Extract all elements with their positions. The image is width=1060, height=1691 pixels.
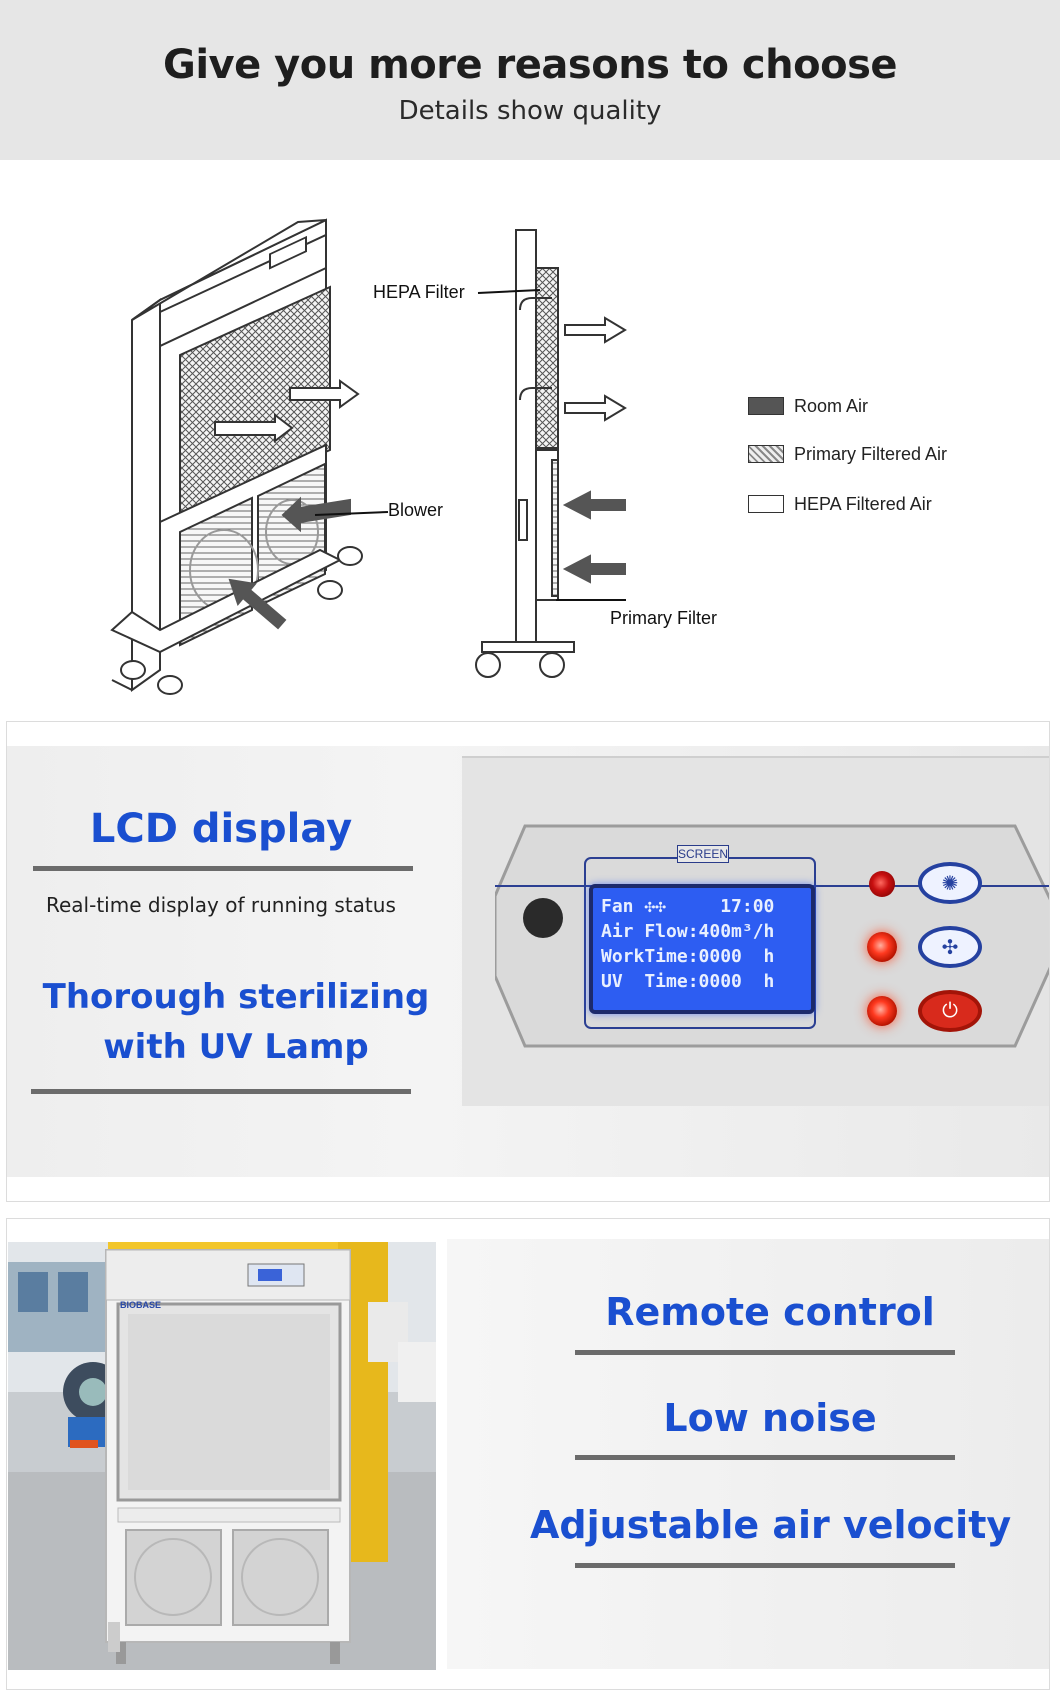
- airflow-diagram: HEPA Filter Blower Primary Filter Room A…: [0, 160, 1060, 720]
- feature-rule-3: [575, 1563, 955, 1568]
- feature-remote-control: Remote control: [605, 1290, 935, 1334]
- features-background: [447, 1239, 1049, 1669]
- power-icon: ⏻: [942, 999, 958, 1022]
- hepa-filter-label: HEPA Filter: [373, 282, 465, 302]
- uv-title-rule: [31, 1089, 411, 1094]
- light-icon: ✺: [941, 872, 959, 895]
- fan-icon: ✣: [941, 936, 959, 959]
- screen-tag: SCREEN: [677, 845, 729, 863]
- legend-label: Room Air: [794, 395, 869, 416]
- room-air-swatch: [748, 397, 784, 415]
- uv-title-line1: Thorough sterilizing: [42, 977, 430, 1017]
- power-button[interactable]: ⏻: [918, 990, 982, 1032]
- legend-label: HEPA Filtered Air: [794, 493, 932, 514]
- indicator-led-power: [867, 996, 897, 1026]
- light-button[interactable]: ✺: [918, 862, 982, 904]
- lcd-display-title: LCD display: [89, 806, 353, 852]
- fan-button[interactable]: ✣: [918, 926, 982, 968]
- feature-rule-1: [575, 1350, 955, 1355]
- lcd-title-rule: [33, 866, 413, 871]
- blower-label: Blower: [388, 500, 444, 520]
- primary-filtered-air-swatch: [748, 445, 784, 463]
- feature-low-noise: Low noise: [663, 1396, 877, 1440]
- lcd-description: Real-time display of running status: [46, 893, 396, 917]
- lcd-line-worktime: WorkTime:0000 h: [601, 946, 775, 967]
- legend-label: Primary Filtered Air: [794, 443, 948, 464]
- lcd-feature-card: [6, 721, 1050, 1202]
- purifier-section-drawing: [475, 229, 627, 678]
- feature-adjustable-air-velocity: Adjustable air velocity: [530, 1503, 1012, 1547]
- legend-primary-filtered-air: Primary Filtered Air: [748, 443, 947, 465]
- lcd-line-airflow: Air Flow:400m³/h: [601, 921, 775, 942]
- purifier-isometric-drawing: [110, 218, 389, 695]
- header-banner: Give you more reasons to choose Details …: [0, 0, 1060, 160]
- legend-hepa-filtered-air: HEPA Filtered Air: [748, 493, 932, 515]
- brand-label: BIOBASE: [120, 1300, 162, 1310]
- indicator-led-light: [869, 871, 895, 897]
- lcd-screen: Fan ✣✣ 17:00 Air Flow:400m³/h WorkTime:0…: [589, 884, 815, 1014]
- product-photo-drawing: [8, 1242, 436, 1670]
- page-subtitle: Details show quality: [398, 96, 662, 126]
- feature-rule-2: [575, 1455, 955, 1460]
- legend-room-air: Room Air: [748, 395, 868, 417]
- lcd-line-uvtime: UV Time:0000 h: [601, 971, 775, 992]
- hepa-filtered-air-swatch: [748, 495, 784, 513]
- indicator-led-fan: [867, 932, 897, 962]
- page-title: Give you more reasons to choose: [162, 42, 898, 88]
- product-photo: BIOBASE: [8, 1242, 436, 1670]
- features-card: [6, 1218, 1050, 1690]
- uv-title-line2: with UV Lamp: [103, 1027, 369, 1067]
- lcd-line-fan: Fan ✣✣ 17:00: [601, 896, 775, 917]
- primary-filter-label: Primary Filter: [610, 608, 717, 628]
- airflow-diagram-drawing: [110, 218, 627, 695]
